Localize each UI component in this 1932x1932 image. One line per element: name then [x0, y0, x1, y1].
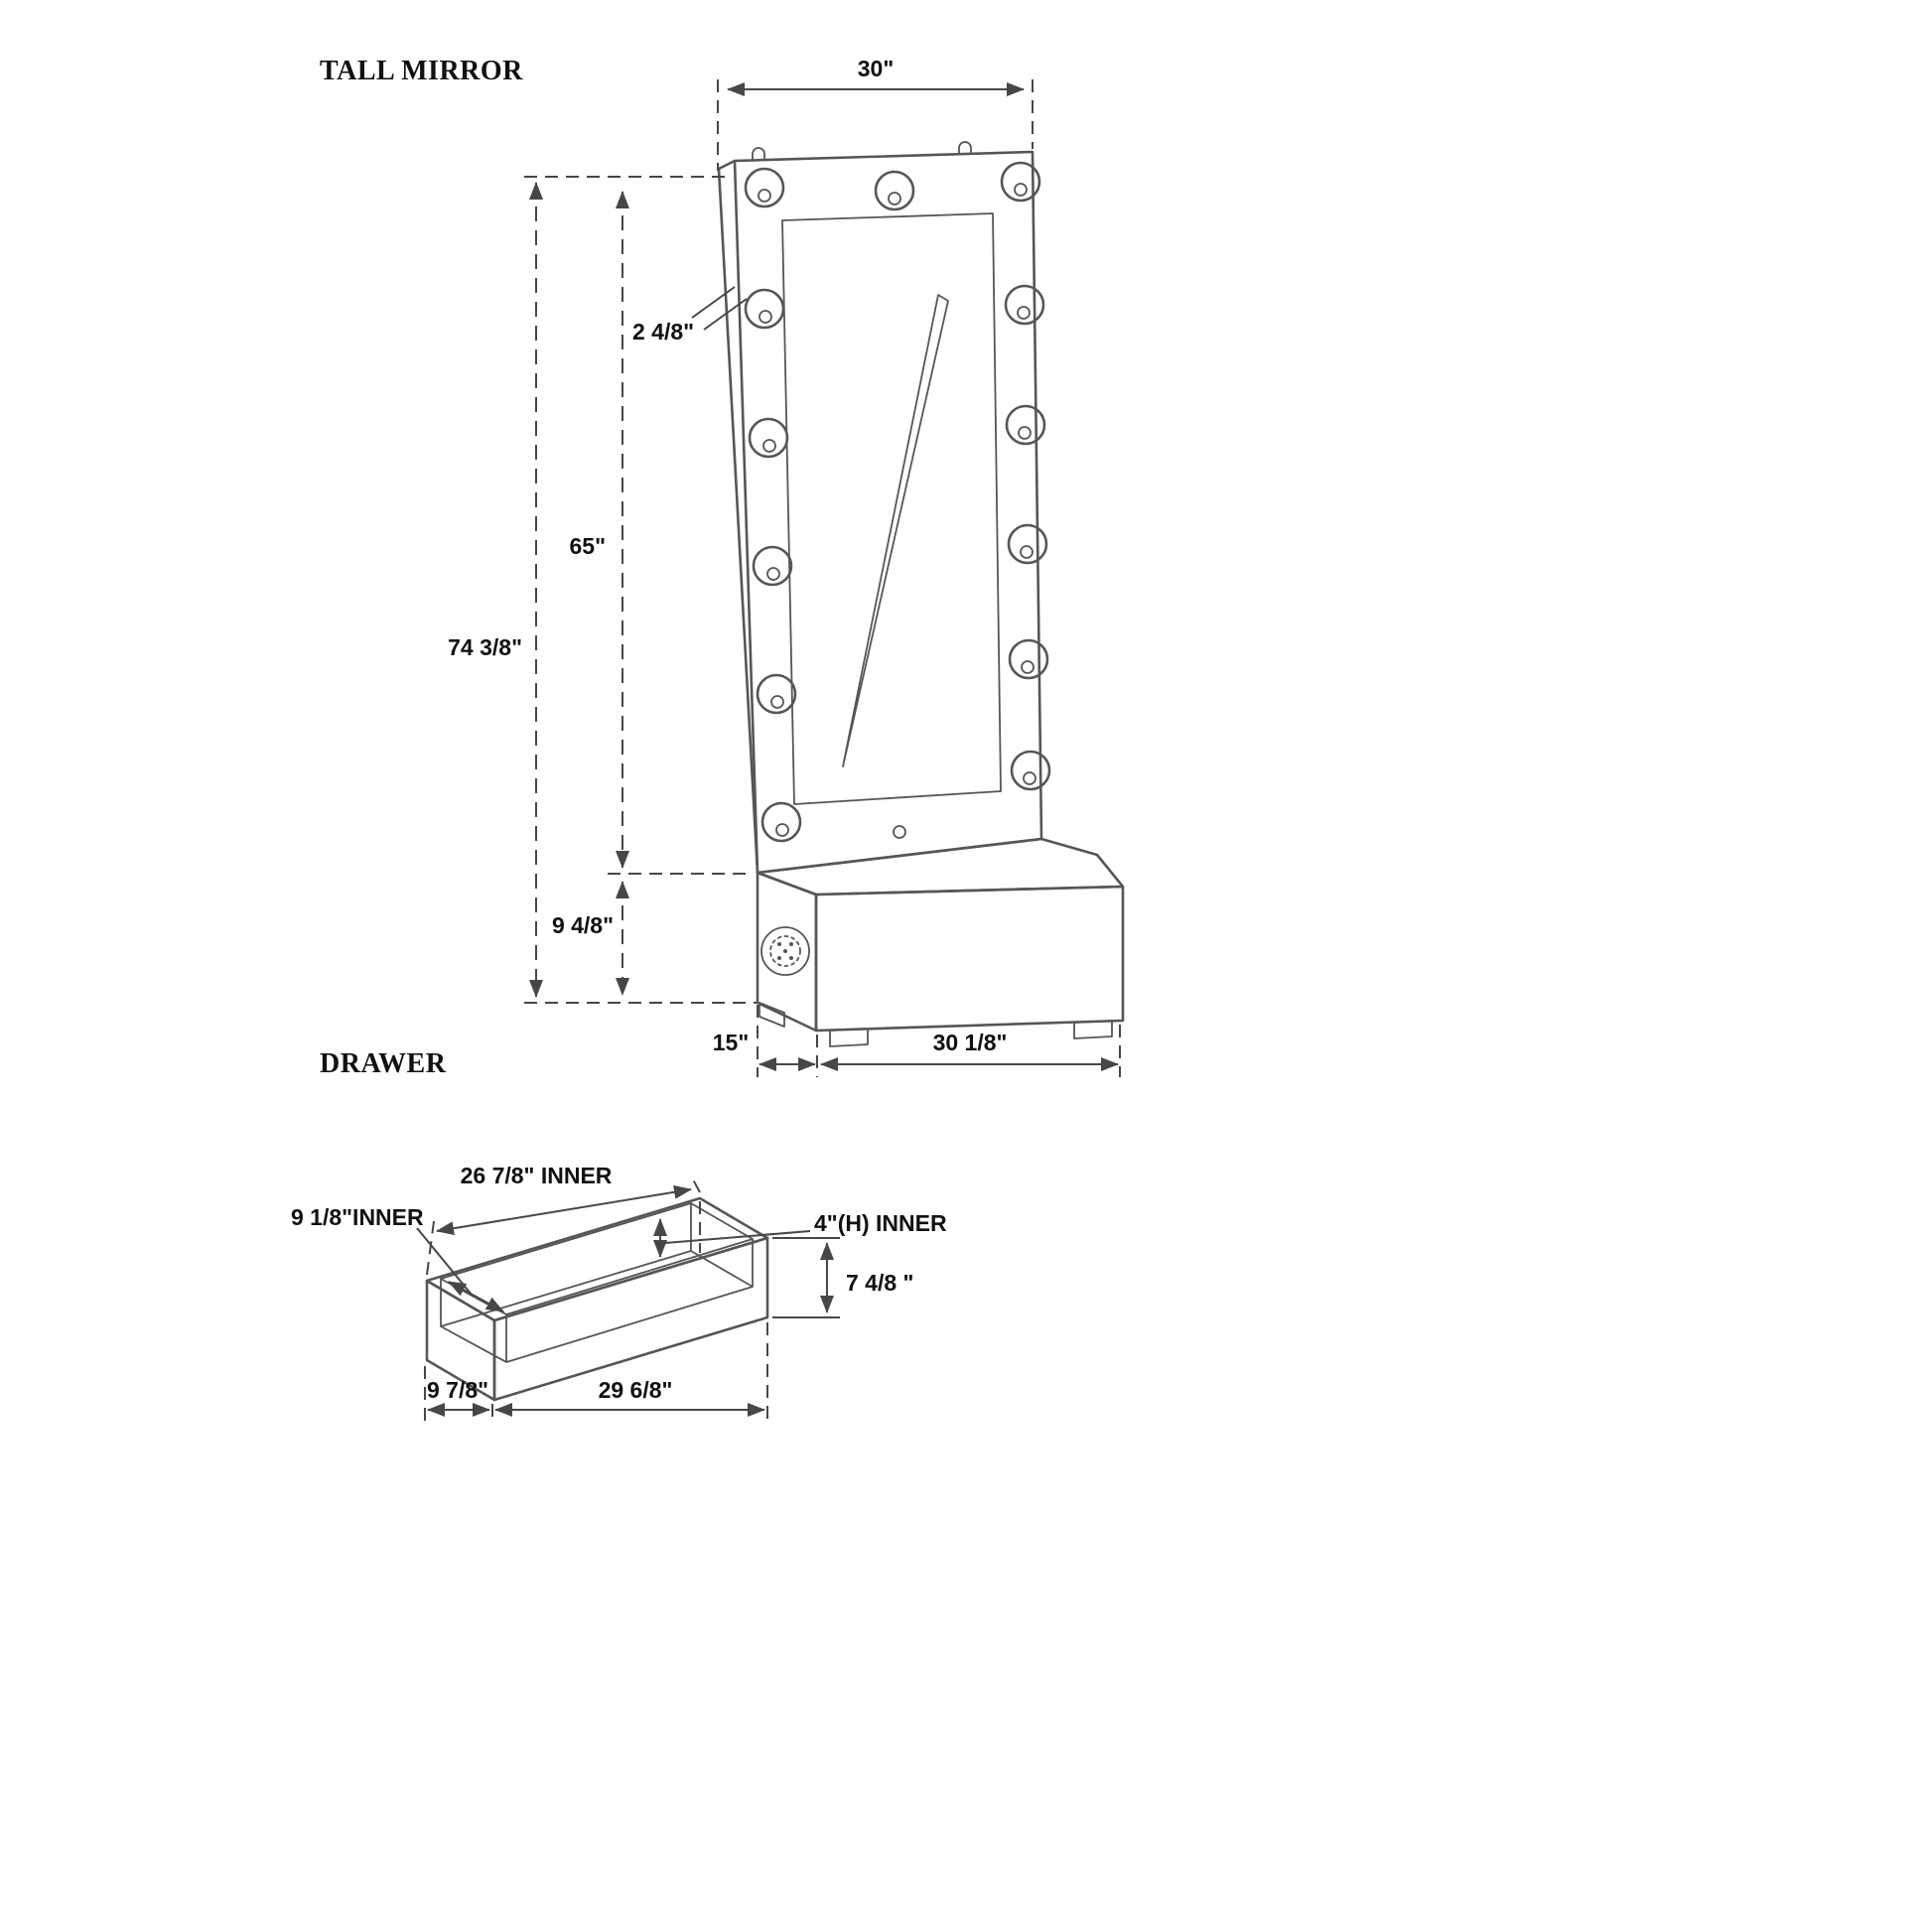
speaker-grille-inner	[769, 935, 801, 967]
bulb-neck	[1018, 426, 1032, 440]
drawer-dimensions: 26 7/8" INNER 9 1/8"INNER 4"(H) INNER 7 …	[291, 1163, 947, 1422]
drawer-front-face	[492, 1236, 769, 1402]
drawer-drawing	[425, 1196, 769, 1402]
base-front-face	[814, 885, 1125, 1033]
dim-inner-height-leader	[664, 1230, 811, 1244]
bulb-glass	[1004, 284, 1045, 326]
bulb-glass	[744, 288, 785, 330]
dim-bottom-extensions	[757, 1005, 1121, 1077]
speaker-dot	[777, 942, 781, 946]
bulb-glass	[1005, 404, 1046, 446]
bulb-glass	[874, 170, 915, 211]
tall-mirror-drawing	[717, 141, 1125, 1047]
light-bulb	[748, 417, 789, 459]
dim-inner-depth-leader	[416, 1227, 473, 1296]
bulb-glass	[760, 801, 802, 843]
dim-inner-length-line	[436, 1184, 692, 1236]
tall-mirror-dimensions: 30" 74 3/8" 65" 9 4/8" 2 4/8" 15" 30 1/8…	[448, 56, 1121, 1077]
base-foot-front-right	[1073, 1020, 1113, 1039]
mirror-glass	[781, 212, 1002, 805]
mirror-outer-frame	[733, 150, 1043, 875]
bulb-glass	[1008, 638, 1049, 680]
light-bulb	[1007, 523, 1048, 565]
base-foot-front-left	[829, 1028, 869, 1047]
light-bulb	[1010, 750, 1051, 791]
base-foot-side	[759, 1002, 785, 1028]
base-side-face	[756, 871, 818, 1033]
dim-frame-thickness-ticks	[691, 286, 748, 331]
bulb-neck	[1021, 660, 1035, 674]
dim-drawer-bottom-extensions	[424, 1322, 768, 1422]
dim-base-height-label: 9 4/8"	[552, 912, 614, 938]
bulb-glass	[1000, 161, 1041, 203]
dim-inner-length-label: 26 7/8" INNER	[461, 1163, 613, 1188]
bulb-glass	[744, 167, 785, 208]
bulb-neck	[1020, 545, 1034, 559]
dim-reference-lines	[524, 176, 757, 1004]
dim-top-width-label: 30"	[858, 56, 895, 81]
hanging-hook-left	[752, 147, 765, 161]
light-bulb	[1008, 638, 1049, 680]
light-bulb	[752, 545, 793, 587]
dim-base-depth-label: 15"	[713, 1030, 750, 1055]
dim-outer-depth-label: 9 7/8"	[427, 1377, 488, 1403]
mirror-knob	[893, 825, 906, 839]
light-bulb	[1005, 404, 1046, 446]
bulb-neck	[758, 189, 771, 203]
light-bulb	[744, 167, 785, 208]
bulb-neck	[1014, 183, 1028, 197]
bulb-glass	[748, 417, 789, 459]
drawer-top-rim	[425, 1196, 769, 1322]
light-bulb	[1000, 161, 1041, 203]
bulb-neck	[888, 192, 901, 206]
tall-mirror-title: TALL MIRROR	[320, 56, 523, 86]
speaker-dot	[777, 956, 781, 960]
speaker-dot	[783, 949, 787, 953]
bulb-glass	[1007, 523, 1048, 565]
speaker-dot	[789, 956, 793, 960]
bulb-glass	[1010, 750, 1051, 791]
light-bulb	[874, 170, 915, 211]
bulb-neck	[766, 567, 780, 581]
drawer-title: DRAWER	[320, 1048, 447, 1079]
dim-outer-height-label: 7 4/8 "	[846, 1270, 913, 1296]
dim-outer-width-label: 29 6/8"	[599, 1377, 673, 1403]
dim-outer-height-extensions	[772, 1237, 840, 1318]
dim-inner-height-label: 4"(H) INNER	[814, 1210, 947, 1236]
bulb-neck	[770, 695, 784, 709]
dim-inner-depth-label: 9 1/8"INNER	[291, 1204, 424, 1230]
dim-mirror-height-label: 65"	[570, 533, 607, 559]
light-bulb	[1004, 284, 1045, 326]
speaker-grille-outer	[760, 926, 810, 976]
bulb-neck	[1023, 771, 1036, 785]
drawer-inner-walls	[440, 1202, 754, 1363]
dim-frame-thickness-label: 2 4/8"	[632, 319, 694, 345]
bulb-glass	[752, 545, 793, 587]
light-bulb	[756, 673, 797, 715]
dim-inner-length-extensions	[426, 1178, 701, 1276]
bulb-neck	[759, 310, 772, 324]
speaker-dot	[789, 942, 793, 946]
mirror-reflection	[842, 294, 949, 767]
bulb-glass	[756, 673, 797, 715]
light-bulb	[760, 801, 802, 843]
bulb-neck	[762, 439, 776, 453]
dim-total-height-label: 74 3/8"	[448, 634, 522, 660]
light-bulb	[744, 288, 785, 330]
base-top-face	[756, 837, 1125, 897]
bulb-neck	[1017, 306, 1031, 320]
bulb-neck	[775, 823, 789, 837]
dim-top-width-extensions	[717, 79, 1034, 171]
dim-base-width-label: 30 1/8"	[933, 1030, 1008, 1055]
dim-inner-depth-line	[448, 1281, 504, 1312]
hanging-hook-right	[958, 141, 972, 155]
